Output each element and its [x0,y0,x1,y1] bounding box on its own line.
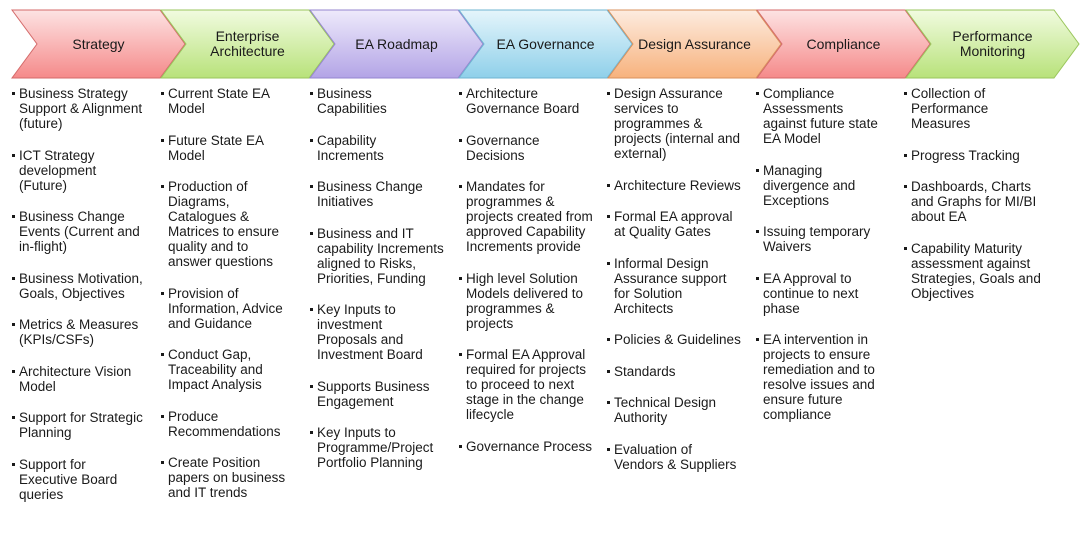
process-chevron-row [11,9,1080,79]
bullet-item: Business Change Events (Current and in-f… [12,209,146,254]
bullet-item: Capability Increments [310,133,444,163]
stage-label: Performance Monitoring [952,28,1033,59]
bullet-item: Business Capabilities [310,86,444,116]
stage-column: Design Assurance services to programmes … [607,86,741,488]
bullet-item: Business Motivation, Goals, Objectives [12,271,146,301]
bullet-item: Future State EA Model [161,133,295,163]
bullet-item: Issuing temporary Waivers [756,224,890,254]
bullet-item: Metrics & Measures (KPIs/CSFs) [12,317,146,347]
bullet-item: Create Position papers on business and I… [161,455,295,500]
bullet-item: Formal EA Approval required for projects… [459,347,593,422]
stage-column: Compliance Assessments against future st… [756,86,890,439]
bullet-item: Architecture Vision Model [12,364,146,394]
stage-column: Business Strategy Support & Alignment (f… [12,86,146,518]
chevron-shape-6 [756,9,931,79]
bullet-item: Mandates for programmes & projects creat… [459,179,593,254]
bullet-item: Production of Diagrams, Catalogues & Mat… [161,179,295,269]
bullet-item: EA Approval to continue to next phase [756,271,890,316]
chevron-shape-7 [905,9,1080,79]
chevron-shape-1 [11,9,186,79]
bullet-item: Business and IT capability Increments al… [310,226,444,286]
chevron-shape-2 [160,9,335,79]
stage-label: EA Roadmap [355,35,438,52]
chevron-shape-4 [458,9,633,79]
bullet-item: Standards [607,364,741,379]
bullet-item: Progress Tracking [904,148,1044,163]
bullet-item: Key Inputs to investment Proposals and I… [310,302,444,362]
bullet-item: Conduct Gap, Traceability and Impact Ana… [161,347,295,392]
stage-label: Design Assurance [638,35,751,52]
bullet-item: Current State EA Model [161,86,295,116]
bullet-item: Governance Decisions [459,133,593,163]
bullet-item: Produce Recommendations [161,409,295,439]
bullet-item: Supports Business Engagement [310,379,444,409]
chevron-shape-3 [309,9,484,79]
bullet-item: Formal EA approval at Quality Gates [607,209,741,239]
bullet-item: High level Solution Models delivered to … [459,271,593,331]
bullet-item: Technical Design Authority [607,395,741,425]
stage-label: Compliance [806,35,881,52]
bullet-item: Architecture Reviews [607,178,741,193]
chevron-shape-5 [607,9,782,79]
bullet-item: Business Strategy Support & Alignment (f… [12,86,146,131]
bullet-item: Evaluation of Vendors & Suppliers [607,442,741,472]
bullet-item: Dashboards, Charts and Graphs for MI/BI … [904,179,1044,224]
bullet-item: Governance Process [459,439,593,454]
bullet-item: Support for Executive Board queries [12,457,146,502]
bullet-item: Design Assurance services to programmes … [607,86,741,161]
bullet-item: Compliance Assessments against future st… [756,86,890,146]
bullet-item: Key Inputs to Programme/Project Portfoli… [310,425,444,470]
stage-label: Enterprise Architecture [210,28,285,59]
bullet-item: Collection of Performance Measures [904,86,1044,131]
bullet-item: Business Change Initiatives [310,179,444,209]
bullet-item: EA intervention in projects to ensure re… [756,332,890,422]
stage-label: Strategy [72,35,125,52]
bullet-item: Managing divergence and Exceptions [756,163,890,208]
bullet-item: Capability Maturity assessment against S… [904,241,1044,301]
bullet-item: Provision of Information, Advice and Gui… [161,286,295,331]
stage-label: EA Governance [496,35,595,52]
bullet-item: ICT Strategy development (Future) [12,148,146,193]
bullet-item: Support for Strategic Planning [12,410,146,440]
bullet-item: Policies & Guidelines [607,332,741,347]
bullet-item: Informal Design Assurance support for So… [607,256,741,316]
bullet-item: Architecture Governance Board [459,86,593,116]
